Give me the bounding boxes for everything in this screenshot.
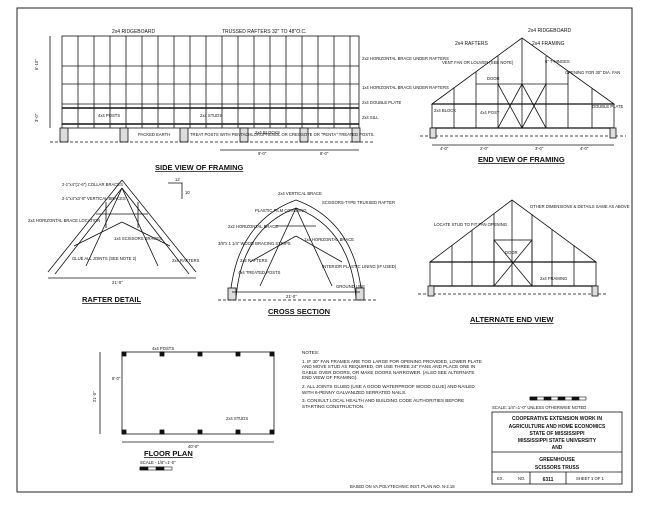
alt-locate-label: LOCATE STUD TO FIT FAN OPENING [434, 222, 507, 227]
cross-ground-label: GROUND LINE [336, 284, 365, 289]
side-horiz-brace-2-label: 1x4 HORIZONTAL BRACE UNDER RAFTERS [362, 85, 449, 90]
side-post-label: 4x4 POSTS [98, 113, 120, 118]
side-treat-posts-label: TREAT POSTS WITH PENTACHLOROPHENOL OR CR… [190, 132, 375, 137]
cross-horizontal-label: 2x2 HORIZONTAL BRACE [228, 224, 278, 229]
end-dim-4: 4'-0" [580, 146, 589, 151]
side-view-title: SIDE VIEW OF FRAMING [155, 163, 244, 172]
rafter-glue-label: GLUE ALL JOINTS (SEE NOTE 2) [72, 256, 137, 261]
floor-posts-label: 4x4 POSTS [152, 346, 174, 351]
side-trussed-rafters-label: TRUSSED RAFTERS 32" TO 48"O.C. [222, 29, 307, 35]
main-scale-bar [529, 396, 587, 401]
notes-heading: NOTES: [302, 350, 320, 355]
rafter-scissors-label: 1x4 SCISSORS BRACES [114, 236, 162, 241]
end-dim-1: 4'-0" [440, 146, 449, 151]
side-sill-label: 2x4 SILL [362, 115, 379, 120]
rafter-dim: 21'-0" [112, 280, 123, 285]
note-3: 3. CONSULT LOCAL HEALTH AND BUILDING COD… [302, 398, 465, 409]
floor-plan-drawing [99, 351, 275, 443]
rafter-detail-title: RAFTER DETAIL [82, 295, 141, 304]
side-double-plate-label: 2x4 DOUBLE PLATE [362, 100, 401, 105]
side-view-drawing [49, 35, 375, 151]
end-rafters-label: 2x4 RAFTERS [455, 41, 488, 47]
rafter-rafters-label: 2x4 RAFTERS [172, 258, 200, 263]
side-horiz-brace-label: 2x2 HORIZONTAL BRACE UNDER RAFTERS [362, 56, 449, 61]
footer-based-on: BASED ON VA.POLYTECHNIC INST. PLAN NO. N… [350, 484, 455, 489]
rafter-detail-drawing [47, 179, 197, 279]
title-block-plan-number: 6311 [543, 477, 554, 483]
side-dim-4: 3'-0" [34, 113, 39, 122]
rafter-vertical-label: 2-1"x4"x3'-8" VERTICAL BRACES [62, 196, 126, 201]
title-block-sheet: SHEET 1 OF 1 [576, 476, 605, 481]
title-block-line-3: STATE OF MISSISSIPPI [529, 431, 585, 437]
title-block-name-2: SCISSORS TRUSS [535, 465, 580, 471]
end-ridgeboard-label: 2x4 RIDGEBOARD [528, 28, 571, 34]
cross-treated-posts-label: 4x4 TREATED POSTS [238, 270, 281, 275]
cross-vertical-brace-label: 2x4 VERTICAL BRACE [278, 191, 322, 196]
side-studs-label: 2x4 STUDS [200, 113, 222, 118]
side-packed-earth-label: PACKED EARTH [138, 132, 170, 137]
main-scale-label: SCALE: 1/4"=1'-0" UNLESS OTHERWISE NOTED [492, 405, 586, 410]
floor-scale-bar [139, 466, 173, 471]
cross-scissors-label: SCISSORS-TYPE TRUSSED RAFTER [322, 200, 395, 205]
cross-section-title: CROSS SECTION [268, 307, 330, 316]
end-double-plate-label: DOUBLE PLATE [592, 104, 624, 109]
end-post-label: 4x4 POST [480, 110, 500, 115]
title-block-line-4: MISSISSIPPI STATE UNIVERSITY [518, 438, 597, 444]
alternate-end-drawing [418, 199, 608, 297]
cross-dim: 21'-0" [286, 294, 297, 299]
end-dim-2: 2'-0" [480, 146, 489, 151]
sheet-border [16, 7, 633, 493]
end-hinges-label: 6" T-HINGES [545, 59, 570, 64]
side-dim-3: 8'-0" [320, 151, 329, 156]
cross-rafters-label: 2x4 RAFTERS [240, 258, 268, 263]
side-dim-2: 9'-0" [258, 151, 267, 156]
note-2: 2. ALL JOINTS GLUED (USE A GOOD WATERPRO… [302, 383, 475, 395]
title-block-ex: EX. [497, 476, 504, 481]
title-block-line-1: COOPERATIVE EXTENSION WORK IN [512, 416, 602, 422]
end-door-label: DOOR [487, 76, 500, 81]
alt-door-label: DOOR [505, 250, 518, 255]
end-opening-label: OPENING FOR 30" DIA. FAN [565, 70, 620, 75]
side-ridgeboard-label: 2x4 RIDGEBOARD [112, 29, 155, 35]
end-view-title: END VIEW OF FRAMING [478, 155, 565, 164]
cross-wood-strips-label: 3/8"x 1 1/4" WOOD BRACING STRIPS [218, 241, 291, 246]
floor-dim-3: 21'-0" [92, 391, 97, 402]
rafter-horizontal-label: 2x4 HORIZONTAL BRACE LOCATION [28, 218, 100, 223]
title-block-frame [491, 411, 623, 485]
end-vent-label: VENT FAN OR LOUVER (SEE NOTE) [442, 60, 514, 65]
title-block-name-1: GREENHOUSE [539, 457, 575, 463]
side-dim-1: 6'-10" [34, 59, 39, 70]
cross-horizontal-2-label: 1x4 HORIZONTAL BRACE [304, 237, 354, 242]
floor-plan-scale: SCALE - 1/8"=1'-0" [140, 460, 176, 465]
alternate-end-title: ALTERNATE END VIEW [470, 315, 554, 324]
end-framing-label: 2x4 FRAMING [532, 41, 565, 47]
rafter-collar-label: 2-1"x4"(1'-6") COLLAR BRACES [62, 182, 123, 187]
cross-section-drawing [218, 199, 376, 301]
title-block-line-5: AND [552, 445, 563, 451]
end-dim-3: 3'-0" [535, 146, 544, 151]
cross-plastic-label: PLASTIC FILM COVERING [255, 208, 307, 213]
floor-dim-2: 40'-0" [188, 444, 199, 449]
floor-dim-1: 8'-0" [112, 376, 121, 381]
notes-block: NOTES: 1. IF 30" FAN FRAMES ARE TOO LARG… [302, 350, 482, 412]
end-block-label: 2x4 BLOCK [434, 108, 456, 113]
alt-other-label: OTHER DIMENSIONS & DETAILS SAME AS ABOVE [530, 204, 630, 209]
cross-interior-label: INTERIOR PLASTIC LINING (IF USED) [322, 264, 397, 269]
end-view-drawing [420, 37, 626, 146]
floor-studs-label: 2x4 STUDS [226, 416, 248, 421]
title-block-line-2: AGRICULTURE AND HOME ECONOMICS [509, 424, 606, 430]
note-1: 1. IF 30" FAN FRAMES ARE TOO LARGE FOR O… [302, 358, 482, 381]
side-blocks-label: 2x4 BLOCKS [255, 130, 280, 135]
rafter-pitch-run: 10 [185, 190, 190, 195]
floor-plan-title: FLOOR PLAN [144, 449, 193, 458]
title-block-no: NO. [518, 476, 525, 481]
rafter-pitch-rise: 12 [175, 177, 180, 182]
alt-framing-label: 2x4 FRAMING [540, 276, 567, 281]
